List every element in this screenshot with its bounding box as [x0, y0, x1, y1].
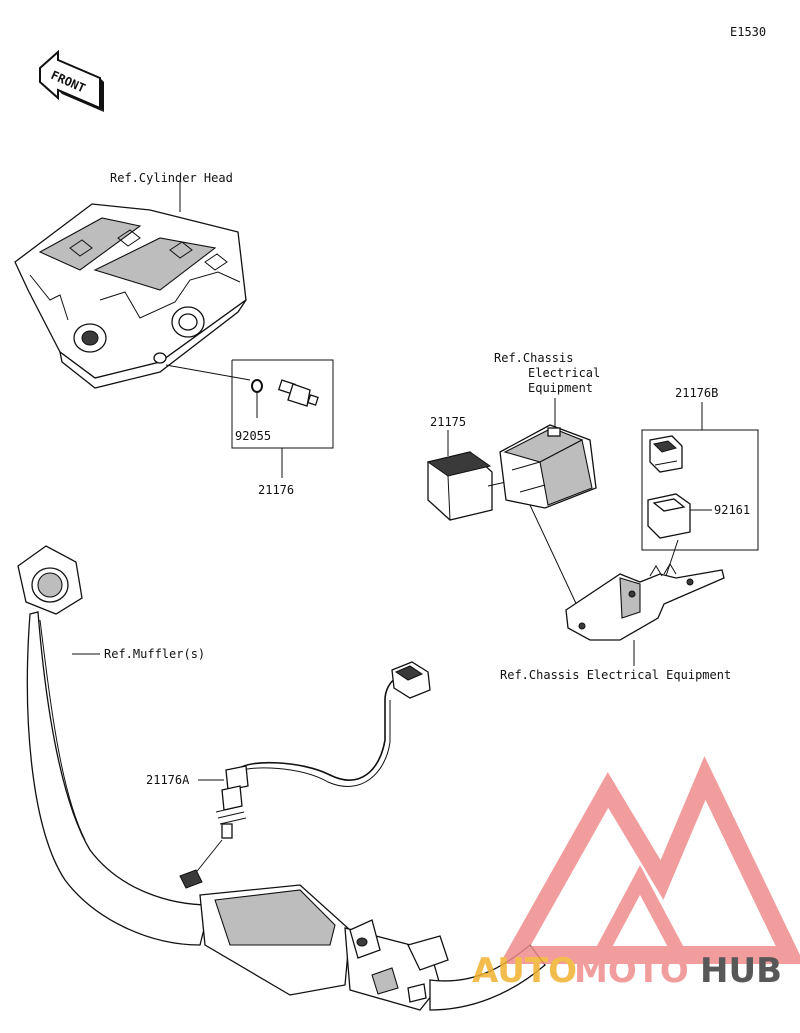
relay-21175 — [426, 451, 493, 521]
label-21175: 21175 — [430, 415, 466, 429]
label-muffler: Ref.Muffler(s) — [104, 647, 205, 661]
watermark-auto: AUTO — [472, 951, 577, 991]
front-arrow-icon: FRONT — [39, 49, 104, 112]
diagram-code: E1530 — [730, 25, 766, 39]
label-chassis-top-2: Electrical — [528, 366, 600, 380]
oxygen-sensor-21176A — [179, 661, 431, 889]
label-92055: 92055 — [235, 429, 271, 443]
cover-92161 — [647, 493, 691, 539]
label-92161: 92161 — [714, 503, 750, 517]
label-chassis-top-3: Equipment — [528, 381, 593, 395]
relay-holder — [499, 424, 597, 509]
o-ring-92055 — [251, 379, 263, 393]
automotohub-watermark: AUTO MOTO HUB — [472, 756, 800, 991]
watermark-moto: MOTO — [574, 951, 689, 991]
bracket-21176 — [165, 359, 334, 478]
exhaust-pipe — [17, 545, 546, 1011]
label-21176B: 21176B — [675, 386, 718, 400]
watermark-hub: HUB — [700, 951, 782, 991]
temperature-sensor-21176 — [277, 379, 319, 407]
label-21176A: 21176A — [146, 773, 190, 787]
cylinder-head — [14, 182, 247, 389]
label-cylinder-head: Ref.Cylinder Head — [110, 171, 233, 185]
chassis-bracket — [529, 504, 725, 641]
label-chassis-bottom: Ref.Chassis Electrical Equipment — [500, 668, 731, 682]
label-21176: 21176 — [258, 483, 294, 497]
sensor-21176B — [649, 435, 683, 473]
label-chassis-top-1: Ref.Chassis — [494, 351, 573, 365]
watermark-triangle-icon — [499, 756, 800, 964]
